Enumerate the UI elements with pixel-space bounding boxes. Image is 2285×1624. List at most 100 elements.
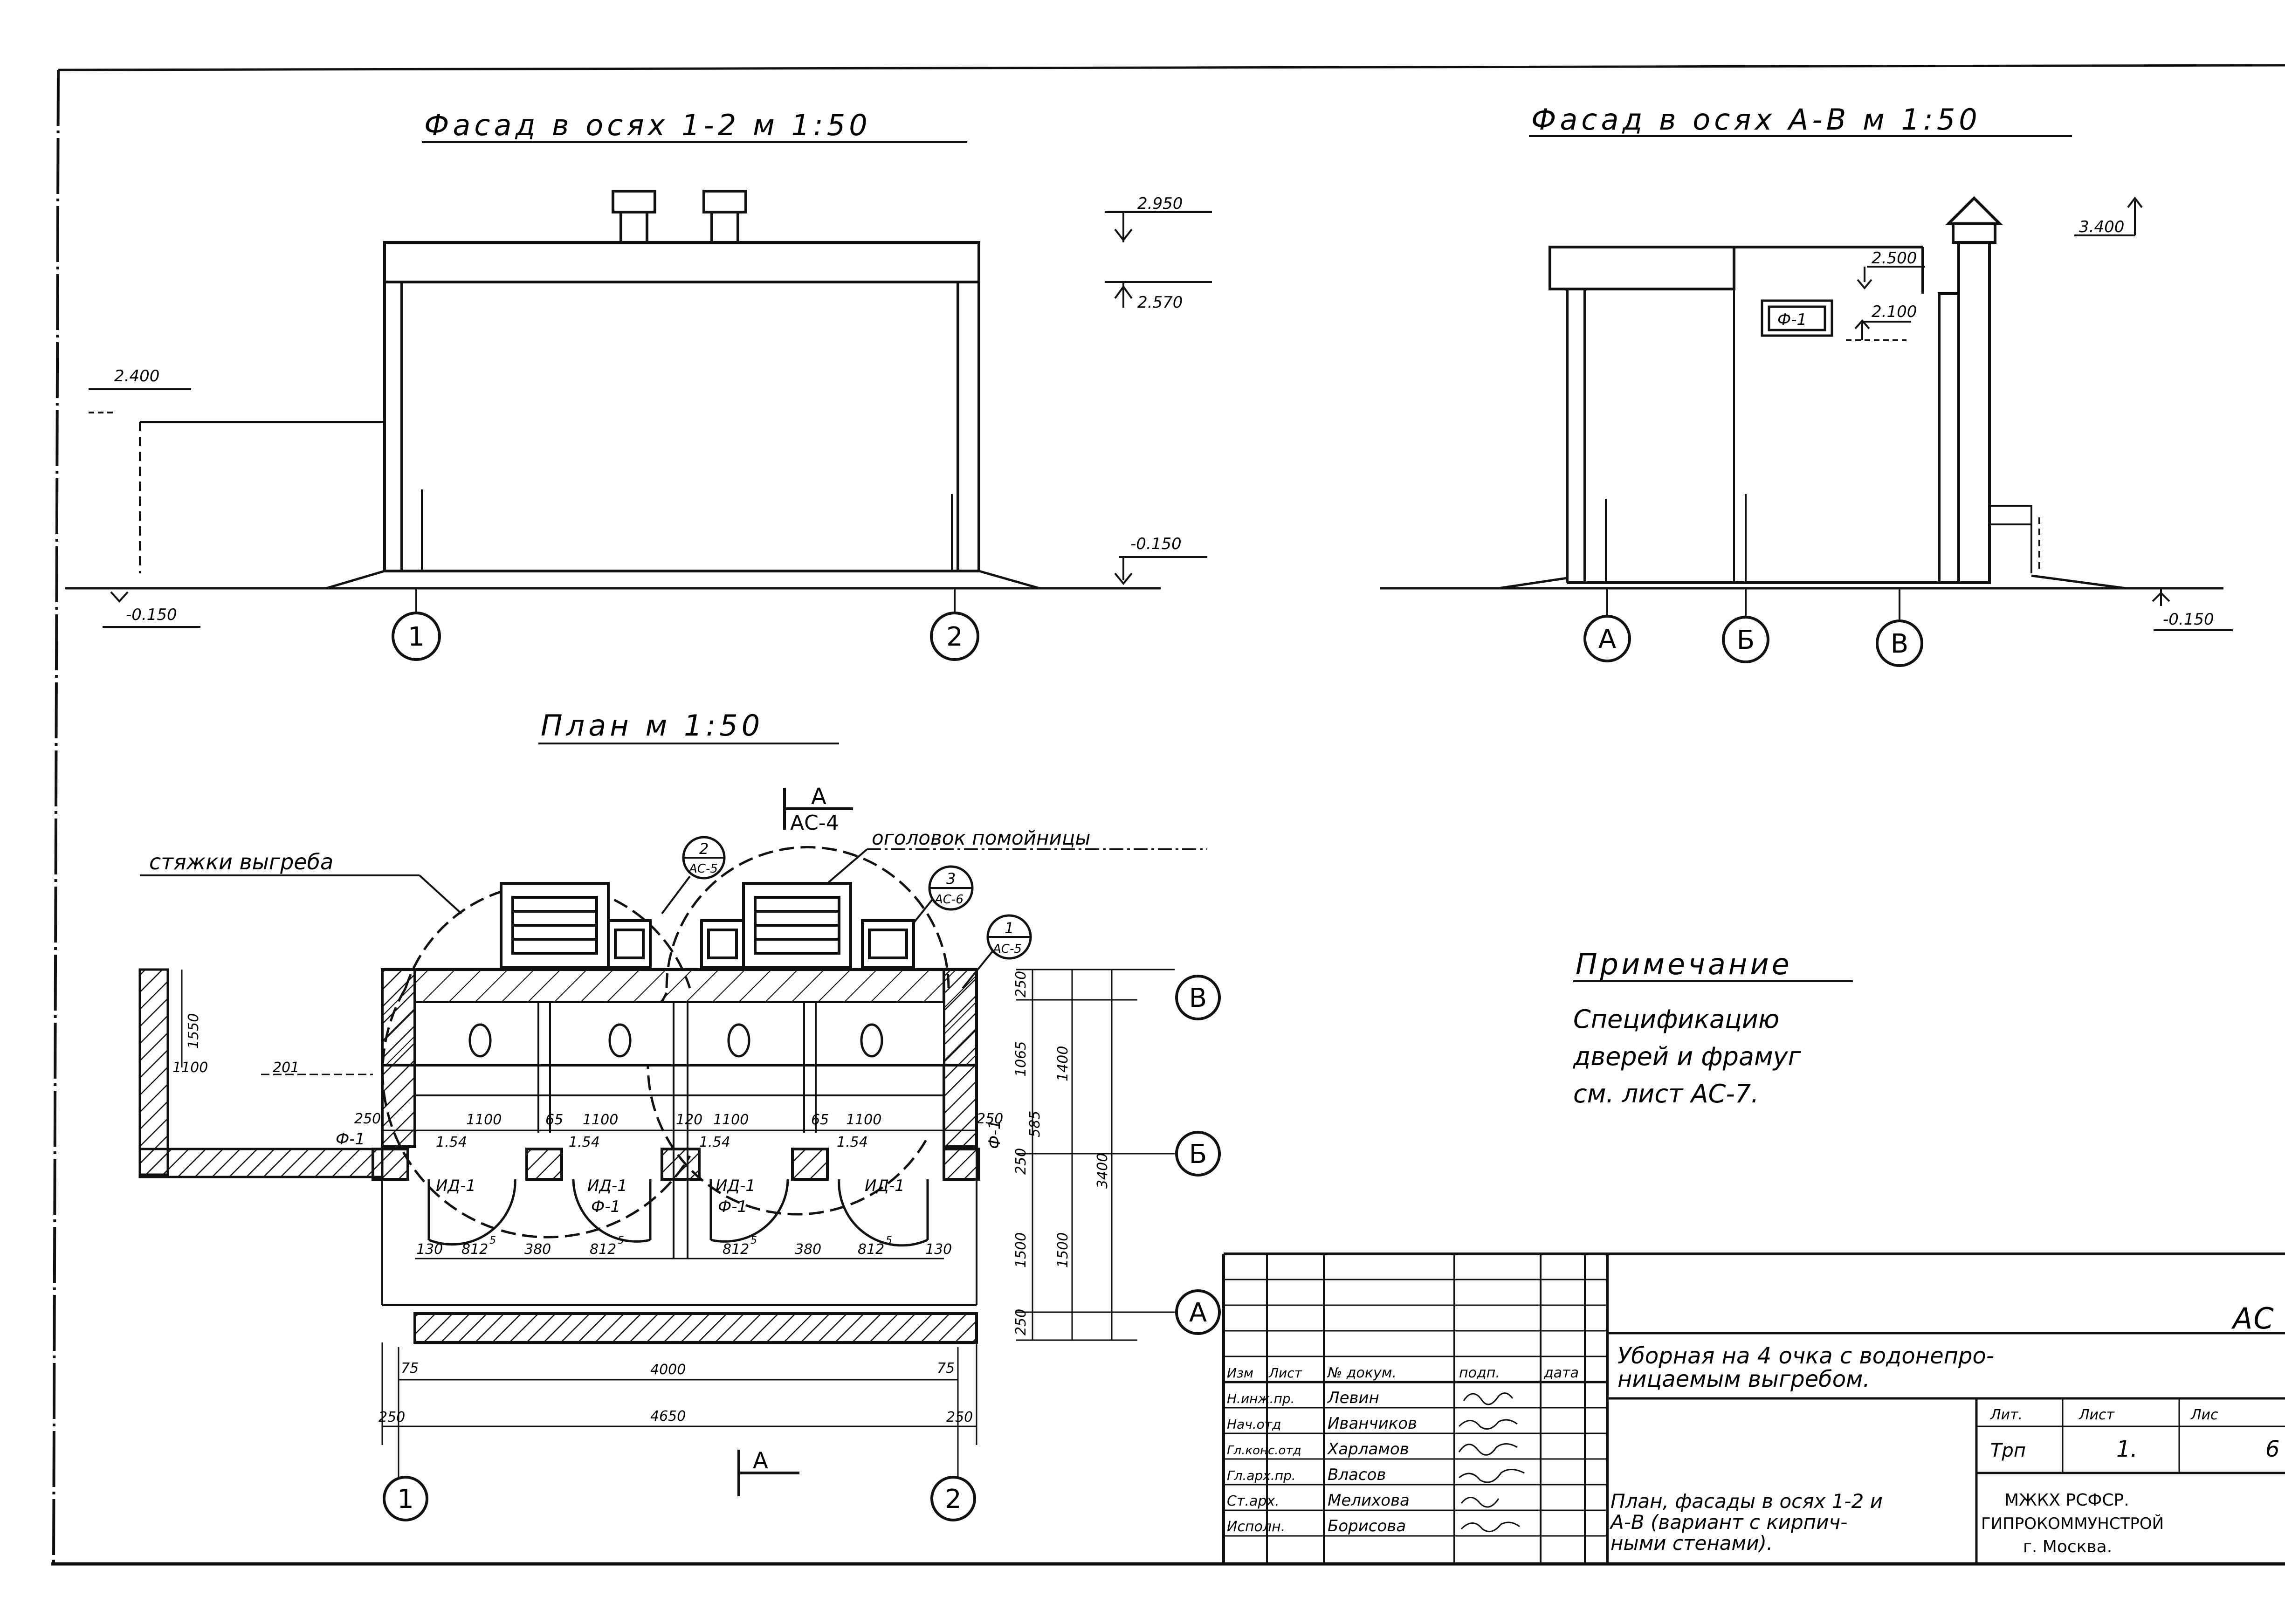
dim-1550: 1550	[186, 1013, 202, 1049]
door-dim-812-4: 812	[858, 1241, 884, 1258]
axis-b-label: Б	[1737, 625, 1755, 655]
frame-f1-right: Ф-1	[985, 1120, 1004, 1149]
tb-signatures	[1458, 1392, 1525, 1533]
level-mark-2100	[1846, 319, 1911, 341]
cesspit-lids-label: стяжки выгреба	[149, 849, 333, 874]
dim-250-left: 250	[354, 1111, 381, 1127]
plan-axis-v-label: В	[1189, 983, 1207, 1013]
level-mark-2500	[1857, 266, 1925, 290]
vdim-250-bot: 250	[1013, 1309, 1029, 1335]
door-dim-812-2-sup: 5	[618, 1235, 624, 1246]
dim-1100-2: 1100	[583, 1112, 618, 1128]
axis-a-bubble	[1583, 615, 1631, 662]
tb-role-5: Ст.арх.	[1227, 1493, 1280, 1509]
vertical-dim-lines	[1016, 969, 1175, 1341]
door-2-frame: Ф-1	[591, 1197, 620, 1216]
axis-2-label: 2	[946, 622, 963, 652]
tb-role-1: Н.инж.пр.	[1227, 1391, 1295, 1406]
vent-pipe	[1938, 196, 2003, 584]
tb-project-title-1: Уборная на 4 очка с водонепро-	[1617, 1343, 1994, 1369]
door-dim-812-3-sup: 5	[750, 1235, 757, 1246]
tb-sheet-hdr: Лист	[2079, 1407, 2115, 1423]
plan-axis-2-label: 2	[945, 1484, 962, 1514]
door-3-frame: Ф-1	[718, 1197, 747, 1216]
callout-3-number: 3	[946, 870, 956, 888]
tb-name-1: Левин	[1327, 1389, 1379, 1407]
sheet-frame	[51, 64, 2285, 1566]
hdim-250-left: 250	[379, 1409, 405, 1425]
level-3400: 3.400	[2079, 218, 2124, 236]
level-mark-2950	[1105, 211, 1212, 242]
tb-sheet-val: 1.	[2116, 1436, 2138, 1462]
door-dim-812-3: 812	[723, 1241, 749, 1258]
axis-b-bubble	[1722, 616, 1769, 663]
tb-org-1: МЖКХ РСФСР.	[2004, 1491, 2129, 1510]
level-mark-minus-0150-av	[2152, 588, 2233, 631]
callout-2	[661, 836, 726, 915]
cesspit-lids-leader	[419, 874, 462, 915]
hdim-75-left: 75	[401, 1360, 419, 1376]
facade-1-2-annex	[139, 421, 385, 573]
dim-154-4: 1.54	[837, 1134, 868, 1150]
plan-walls	[372, 968, 980, 1344]
tb-stage-hdr: Лит.	[1990, 1407, 2023, 1423]
axis-a-label: А	[1598, 624, 1616, 654]
axis-1-label: 1	[408, 622, 425, 652]
note-line-3: см. лист АС-7.	[1573, 1079, 1759, 1108]
door-dim-812-1-sup: 5	[489, 1235, 496, 1246]
dim-120: 120	[676, 1112, 702, 1128]
door-dim-380-2: 380	[795, 1241, 821, 1258]
vent-head-arrow	[826, 848, 868, 884]
callout-3-sheet: АС-6	[934, 893, 964, 907]
facade-a-v-annex	[1989, 505, 2040, 573]
plan-axis-b-label: Б	[1189, 1139, 1207, 1170]
vent-head-label: оголовок помойницы	[872, 826, 1091, 849]
toilet-seats	[468, 1023, 883, 1058]
plan-axis-a-bubble	[1175, 1289, 1221, 1335]
level-mark-minus-0150-right	[1114, 556, 1207, 585]
hdim-75-right: 75	[937, 1360, 955, 1376]
level-minus-0150-left: -0.150	[126, 606, 177, 624]
level-mark-3400	[2074, 196, 2143, 236]
plan-axis-v-bubble	[1175, 975, 1221, 1020]
vdim-1500-a: 1500	[1013, 1232, 1029, 1268]
door-2-label: ИД-1	[587, 1177, 627, 1195]
note-line-2: дверей и фрамуг	[1573, 1042, 1802, 1071]
frame-f1-window	[1761, 299, 1833, 337]
level-mark-minus-0150-left	[103, 591, 200, 628]
plan-axis-1-label: 1	[397, 1484, 414, 1514]
roof-vent-right	[702, 190, 747, 244]
tb-hdr-date: дата	[1543, 1365, 1579, 1381]
section-mark-bottom	[737, 1450, 799, 1496]
vdim-1065: 1065	[1013, 1041, 1029, 1077]
door-dim-130-left: 130	[416, 1241, 443, 1258]
vdim-1400: 1400	[1055, 1046, 1071, 1081]
dim-1100-4: 1100	[846, 1112, 881, 1128]
door-dim-812-4-sup: 5	[886, 1235, 892, 1246]
level-mark-2400	[89, 388, 191, 413]
tb-drawing-title-2: А-В (вариант с кирпич-	[1609, 1511, 1847, 1534]
axis-v-bubble	[1876, 619, 1923, 667]
tb-sheets-hdr: Лис	[2190, 1407, 2218, 1423]
dim-1100-3: 1100	[713, 1112, 749, 1128]
hdim-4000: 4000	[650, 1362, 686, 1378]
level-2400: 2.400	[114, 367, 159, 385]
level-2950: 2.950	[1137, 194, 1183, 213]
dim-65-2: 65	[811, 1112, 829, 1128]
tb-sheets-val: 6	[2265, 1436, 2280, 1462]
horizontal-dim-lines	[381, 1342, 977, 1478]
plan-axis-a-label: А	[1189, 1298, 1207, 1328]
tb-stage-val: Трп	[1990, 1440, 2026, 1461]
callout-2-number: 2	[699, 840, 709, 858]
plan-axis-2-bubble	[930, 1476, 976, 1521]
door-1-label: ИД-1	[436, 1177, 476, 1195]
tb-org-2: ГИПРОКОММУНСТРОЙ	[1981, 1514, 2164, 1533]
dim-154-3: 1.54	[699, 1134, 730, 1150]
roof-vent-left	[612, 190, 656, 244]
plan-annex	[138, 968, 384, 1178]
plan-axis-b-bubble	[1175, 1131, 1221, 1177]
tb-drawing-title-3: ными стенами).	[1611, 1532, 1773, 1555]
door-dim-812-1: 812	[461, 1241, 488, 1258]
tb-role-6: Исполн.	[1227, 1519, 1285, 1535]
